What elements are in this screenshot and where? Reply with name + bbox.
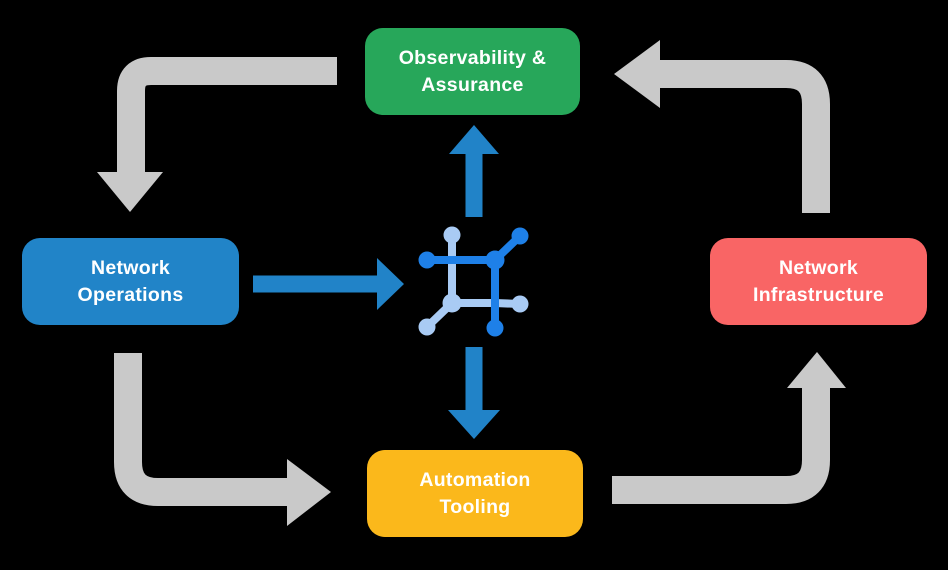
arrow-center-to-observability: [449, 125, 499, 217]
arrow-operations-to-center: [253, 258, 404, 310]
node-automation-tooling-label: Automation Tooling: [419, 468, 531, 518]
cycle-arrow-operations-to-automation: [114, 353, 331, 526]
network-mesh-icon: [418, 226, 529, 337]
node-automation-tooling: Automation Tooling: [367, 450, 583, 537]
cycle-arrow-automation-to-infrastructure: [612, 352, 846, 504]
cycle-arrow-infrastructure-to-observability: [614, 40, 830, 213]
node-network-infrastructure: Network Infrastructure: [710, 238, 927, 325]
node-network-operations: Network Operations: [22, 238, 239, 325]
arrow-center-to-automation: [448, 347, 500, 439]
node-network-operations-label: Network Operations: [77, 256, 184, 306]
cycle-arrow-observability-to-operations: [97, 57, 337, 212]
node-observability-assurance-label: Observability & Assurance: [398, 46, 547, 96]
node-observability-assurance: Observability & Assurance: [365, 28, 580, 115]
node-network-infrastructure-label: Network Infrastructure: [753, 256, 884, 306]
